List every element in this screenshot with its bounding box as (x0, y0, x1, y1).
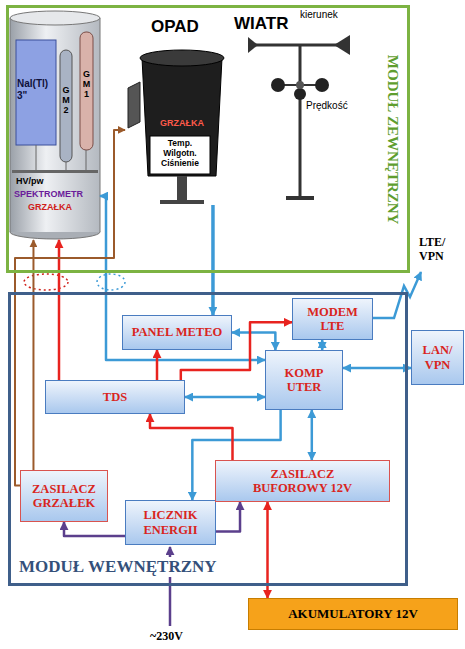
gauge-stand (177, 176, 187, 201)
network-box: LAN/ VPN (411, 330, 464, 385)
logger-display (128, 82, 140, 128)
sensor-label: Temp. Wilgotn. Ciśnienie (154, 139, 206, 168)
external-module: MODUŁ ZEWNĘTRZNY NaI(Tl) 3" GM 2 GM 1 HV/pwS… (6, 5, 410, 273)
support-leg (86, 150, 87, 170)
process-box: MODEM LTE (292, 298, 373, 340)
gauge-body (142, 58, 222, 176)
sensor-cable (211, 205, 215, 315)
module-title: MODUŁ ZEWNĘTRZNY (383, 50, 400, 230)
vane-tail (334, 35, 350, 55)
data-line (232, 333, 275, 351)
gauge-base (160, 200, 204, 204)
scintillator-crystal (16, 40, 56, 145)
radio-link (370, 272, 421, 318)
data-line (343, 367, 411, 370)
part-label: GRZAŁKA (28, 202, 72, 212)
cup (294, 88, 306, 100)
data-line (311, 410, 314, 460)
battery-box: AKUMULATORY 12V (248, 598, 458, 630)
power-line (156, 350, 159, 380)
box-label: AKUMULATORY 12V (288, 607, 418, 622)
box-label: ZASILACZ BUFOROWY 12V (243, 467, 363, 496)
anemometer-illustration (248, 35, 350, 200)
support-leg (36, 145, 37, 170)
support-leg (66, 162, 67, 170)
box-label: ZASILACZ GRZAŁEK (27, 482, 101, 511)
sensor-shield (150, 136, 210, 174)
power-box: ZASILACZ BUFOROWY 12V (215, 460, 390, 502)
cylinder-body (10, 18, 100, 232)
part-label: NaI(Tl) 3" (17, 78, 55, 101)
box-label: MODEM LTE (299, 305, 366, 334)
heater-line (32, 240, 34, 470)
gauge-funnel (140, 50, 224, 66)
detector-illustration (10, 11, 100, 239)
part-label: kierunek (300, 9, 338, 21)
cable-gland (97, 274, 125, 290)
vane-head (248, 37, 258, 53)
cable-gland (24, 274, 68, 290)
cup (315, 78, 329, 92)
process-box: LICZNIK ENERGII (125, 500, 216, 545)
part-label: GRZAŁKA (160, 118, 204, 128)
wind-sensor: WIATR kierunekPrędkość (232, 8, 360, 200)
box-label: LAN/ VPN (418, 343, 457, 372)
data-line (321, 340, 324, 350)
mains-line (64, 522, 125, 536)
cylinder-top (10, 11, 100, 25)
box-label: KOMP UTER (272, 366, 336, 395)
part-label: GM 1 (80, 70, 93, 100)
cylinder-side (10, 18, 11, 232)
rain-gauge: OPAD GRZAŁKA Temp. Wilgotn. Ciśnienie (125, 15, 228, 205)
cup-hub (296, 81, 304, 89)
heater-line (15, 130, 125, 486)
process-box: PANEL METEO (122, 315, 232, 350)
part-label: SPEKTROMETR (14, 189, 83, 199)
data-line (185, 396, 265, 399)
power-line (150, 414, 233, 460)
device-title: OPAD (151, 17, 199, 37)
process-box: TDS (45, 380, 185, 414)
part-label: Prędkość (306, 100, 348, 112)
link-label: LTE/ VPN (419, 236, 461, 264)
part-label: HV/pw (16, 176, 44, 186)
box-label: TDS (103, 390, 127, 404)
power-line (58, 240, 61, 380)
cylinder-side (100, 18, 101, 232)
gm-tube (60, 50, 72, 162)
box-label: PANEL METEO (132, 325, 222, 339)
cup (271, 78, 285, 92)
mast-base (286, 196, 314, 200)
power-box: ZASILACZ GRZAŁEK (20, 470, 108, 522)
supply-label: ~230V (150, 630, 183, 644)
mains-line (216, 502, 240, 532)
gm-tube (80, 32, 93, 150)
internal-module: MODUŁ WEWNĘTRZNY PANEL METEO MODEM LTE TDS K… (8, 292, 408, 586)
process-box: KOMP UTER (265, 350, 343, 410)
detector-probe: NaI(Tl) 3" GM 2 GM 1 HV/pwSPEKTROMETR GRZAŁK… (10, 10, 100, 240)
part-label: GM 2 (60, 86, 72, 116)
box-label: LICZNIK ENERGII (132, 508, 209, 537)
mast (299, 45, 302, 198)
module-title: MODUŁ WEWNĘTRZNY (16, 557, 220, 577)
vane-arm (256, 44, 340, 47)
data-line (100, 196, 265, 360)
device-title: WIATR (234, 14, 288, 34)
rain-gauge-illustration (128, 50, 224, 204)
platform (12, 170, 98, 173)
